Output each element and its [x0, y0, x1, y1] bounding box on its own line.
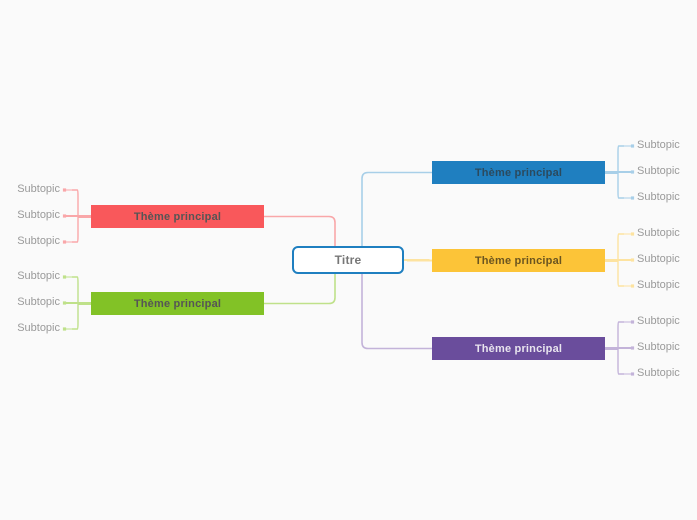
theme-node-orange[interactable]: Thème principal: [432, 249, 605, 272]
subtopic-label[interactable]: Subtopic: [637, 279, 680, 291]
root-node-label: Titre: [334, 253, 362, 267]
theme-node-label: Thème principal: [474, 166, 563, 179]
theme-node-purple[interactable]: Thème principal: [432, 337, 605, 360]
subtopic-label[interactable]: Subtopic: [637, 253, 680, 265]
subtopic-label[interactable]: Subtopic: [637, 315, 680, 327]
subtopic-label[interactable]: Subtopic: [17, 183, 60, 195]
subtopic-label[interactable]: Subtopic: [637, 227, 680, 239]
subtopic-label[interactable]: Subtopic: [637, 367, 680, 379]
theme-node-label: Thème principal: [133, 297, 222, 310]
subtopic-label[interactable]: Subtopic: [17, 322, 60, 334]
subtopic-label[interactable]: Subtopic: [637, 191, 680, 203]
subtopic-label[interactable]: Subtopic: [637, 165, 680, 177]
subtopic-label[interactable]: Subtopic: [17, 209, 60, 221]
theme-node-label: Thème principal: [474, 254, 563, 267]
subtopic-label[interactable]: Subtopic: [17, 235, 60, 247]
root-node-titre[interactable]: Titre: [292, 246, 404, 274]
theme-node-red[interactable]: Thème principal: [91, 205, 264, 228]
theme-node-green[interactable]: Thème principal: [91, 292, 264, 315]
theme-node-label: Thème principal: [133, 210, 222, 223]
subtopic-label[interactable]: Subtopic: [637, 341, 680, 353]
subtopic-label[interactable]: Subtopic: [17, 270, 60, 282]
subtopic-label[interactable]: Subtopic: [17, 296, 60, 308]
theme-node-blue[interactable]: Thème principal: [432, 161, 605, 184]
theme-node-label: Thème principal: [474, 342, 563, 355]
subtopic-label[interactable]: Subtopic: [637, 139, 680, 151]
